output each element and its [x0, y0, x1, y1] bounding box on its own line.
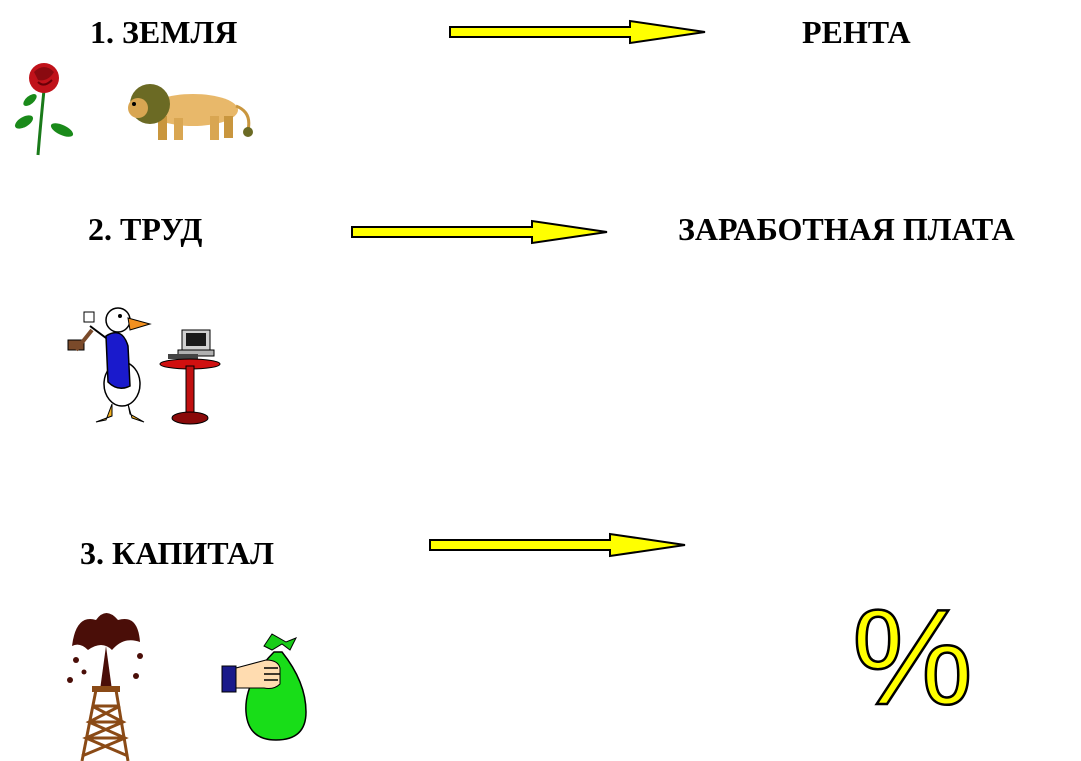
- arrow-land-to-rent: [449, 19, 710, 45]
- income-interest-percent: %: [848, 580, 974, 735]
- hand-holding-money-bag-icon: [218, 630, 313, 750]
- rose-icon: [8, 60, 78, 160]
- oil-gusher-derrick-icon: [62, 606, 152, 761]
- arrow-labor-to-wages: [351, 219, 612, 245]
- factor-land-label: 1. ЗЕМЛЯ: [90, 14, 238, 50]
- percent-sign: %: [852, 581, 973, 733]
- lion-icon: [118, 82, 263, 142]
- factor-labor-label: 2. ТРУД: [88, 211, 203, 247]
- income-wages-label: ЗАРАБОТНАЯ ПЛАТА: [678, 211, 1015, 247]
- duck-with-hammer-icon: [62, 296, 157, 426]
- arrow-capital-to-interest: [429, 532, 690, 558]
- computer-desk-icon: [158, 326, 228, 426]
- factor-capital-label: 3. КАПИТАЛ: [80, 535, 274, 571]
- income-rent-label: РЕНТА: [802, 14, 911, 50]
